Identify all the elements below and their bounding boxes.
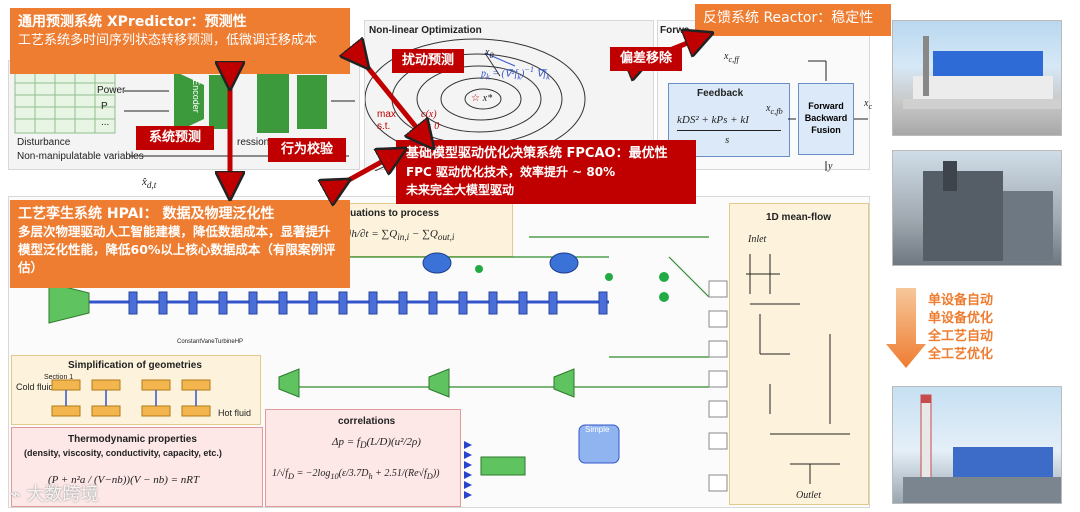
fbf-line3: Fusion xyxy=(811,125,841,135)
hpai-title: 工艺孪生系统 HPAI： 数据及物理泛化性 xyxy=(18,206,275,222)
plant-photo-3 xyxy=(892,386,1062,504)
progression-item-1: 单设备自动 xyxy=(928,293,994,308)
watermark-text: 大数跨境 xyxy=(26,484,99,505)
watermark: ⌁ 大数跨境 xyxy=(10,480,99,506)
feedback-label: Feedback xyxy=(697,88,744,99)
thermo-title: Thermodynamic properties xyxy=(68,434,197,445)
correlations-formula1: Δp = fD(L/D)(u²/2ρ) xyxy=(332,436,421,451)
p-label: P xyxy=(101,101,108,112)
predictor-panel: Power P ... Encoder Disturbance Non-mani… xyxy=(8,60,360,170)
system-predict-label: 系统预测 xyxy=(136,126,214,150)
dots-label: ... xyxy=(101,117,110,128)
fpcao-title: 基础模型驱动优化决策系统 FPCAO：最优性 xyxy=(406,146,668,161)
xpredictor-title: 通用预测系统 XPredictor：预测性 xyxy=(18,14,247,30)
turbine-label: ConstantVaneTurbineHP xyxy=(177,339,244,345)
xhat-label: x̂d,t xyxy=(142,176,157,191)
feedback-arrows xyxy=(788,60,868,171)
fbf-block: Forward Backward Fusion xyxy=(798,83,854,155)
xstar-label: ☆ x* xyxy=(471,93,493,104)
meanflow-panel: 1D mean-flow Inlet Outlet xyxy=(729,203,869,505)
correlations-title: correlations xyxy=(338,416,396,427)
progression-list: 单设备自动 单设备优化 全工艺自动 全工艺优化 xyxy=(928,292,993,364)
regression-label: ression xyxy=(237,137,270,148)
max-label: max xyxy=(377,109,396,120)
fpcao-box: 基础模型驱动优化决策系统 FPCAO：最优性 FPC 驱动优化技术，效率提升 ~… xyxy=(396,140,696,204)
x0-label: x0 xyxy=(485,47,494,60)
plant-image-2 xyxy=(923,161,1053,261)
heat-exchanger-sections xyxy=(51,379,211,417)
bias-removal-label: 偏差移除 xyxy=(610,47,682,71)
equations-formula: ∂h/∂t = ∑Qin,i − ∑Qout,i xyxy=(346,228,455,243)
xc-label: xc xyxy=(864,98,873,111)
plant-image-3 xyxy=(903,394,1061,503)
reactor-box: 反馈系统 Reactor：稳定性 xyxy=(695,4,891,36)
process-network xyxy=(48,236,728,499)
thermo-panel: Thermodynamic properties (density, visco… xyxy=(11,427,263,507)
xcfb-label: xc,fb xyxy=(766,103,783,116)
fpcao-line2: 未来完全大模型驱动 xyxy=(406,183,515,197)
behavior-calib-label: 行为校验 xyxy=(268,138,346,162)
feedback-formula-num: kDS² + kPs + kI xyxy=(677,114,749,126)
disturbance-label: Disturbance xyxy=(17,137,71,148)
pk-label: pk = (∇²fk)−1 ∇fk xyxy=(481,65,550,82)
fpcao-line1: FPC 驱动优化技术，效率提升 ~ 80% xyxy=(406,165,616,179)
encoder-label: Encoder xyxy=(190,79,201,113)
power-label: Power xyxy=(97,85,126,96)
section1-label: Section 1 xyxy=(44,374,74,381)
simplification-title: Simplification of geometries xyxy=(68,360,202,371)
disturb-predict-label: 扰动预测 xyxy=(392,49,464,73)
predictor-diagram xyxy=(14,70,355,157)
fbf-line2: Backward xyxy=(804,113,848,123)
correlations-formula2: 1/√fD = −2log10(ε/3.7Dh + 2.51/(Re√fD)) xyxy=(272,468,440,481)
progression-item-3: 全工艺自动 xyxy=(928,329,994,344)
xpredictor-box: 通用预测系统 XPredictor：预测性 工艺系统多时间序列状态转移预测，低微… xyxy=(10,8,350,74)
st-label: s.t. xyxy=(377,121,391,132)
nonmanip-label: Non-manipulatable variables xyxy=(17,151,144,162)
constraint-label: c(x) xyxy=(421,109,437,120)
feedback-formula-den: s xyxy=(725,134,730,146)
cold-fluid-label: Cold fluid xyxy=(16,382,54,392)
meanflow-title: 1D mean-flow xyxy=(766,212,832,223)
reactor-title: 反馈系统 Reactor：稳定性 xyxy=(703,10,874,26)
down-arrow-icon xyxy=(886,288,926,368)
hpai-box: 工艺孪生系统 HPAI： 数据及物理泛化性 多层次物理驱动人工智能建模，降低数据… xyxy=(10,200,350,288)
constraint-zero-label: = 0 xyxy=(425,121,440,132)
progression-item-4: 全工艺优化 xyxy=(928,347,994,362)
inlet-label: Inlet xyxy=(748,234,767,245)
thermo-subtitle: (density, viscosity, conductivity, capac… xyxy=(24,448,222,458)
watermark-logo-icon: ⌁ xyxy=(10,484,27,505)
simple-label: Simple xyxy=(585,425,610,434)
thermo-formula: (P + n²a / (V−nb))(V − nb) = nRT xyxy=(48,474,200,486)
meanflow-tree xyxy=(746,254,850,484)
equations-panel: quations to process ∂h/∂t = ∑Qin,i − ∑Qo… xyxy=(339,203,513,257)
xcff-label: xc,ff xyxy=(724,51,739,64)
plant-image-1 xyxy=(903,36,1061,109)
progression-item-2: 单设备优化 xyxy=(928,311,994,326)
hpai-body: 多层次物理驱动人工智能建模，降低数据成本，显著提升模型泛化性能，降低60%以上核… xyxy=(18,224,336,275)
correlations-panel: correlations Δp = fD(L/D)(u²/2ρ) 1/√fD =… xyxy=(265,409,461,507)
simplification-panel: Simplification of geometries Section 1 C… xyxy=(11,355,261,425)
plant-photo-2 xyxy=(892,150,1062,266)
outlet-label: Outlet xyxy=(796,490,821,501)
optimization-title: Non-linear Optimization xyxy=(369,25,482,36)
plant-photo-1 xyxy=(892,20,1062,136)
equations-title: quations to process xyxy=(344,208,440,219)
hot-fluid-label: Hot fluid xyxy=(218,408,252,418)
xpredictor-body: 工艺系统多时间序列状态转移预测，低微调迁移成本 xyxy=(18,33,318,48)
y-label: y xyxy=(828,161,833,172)
fbf-line1: Forward xyxy=(808,101,844,111)
